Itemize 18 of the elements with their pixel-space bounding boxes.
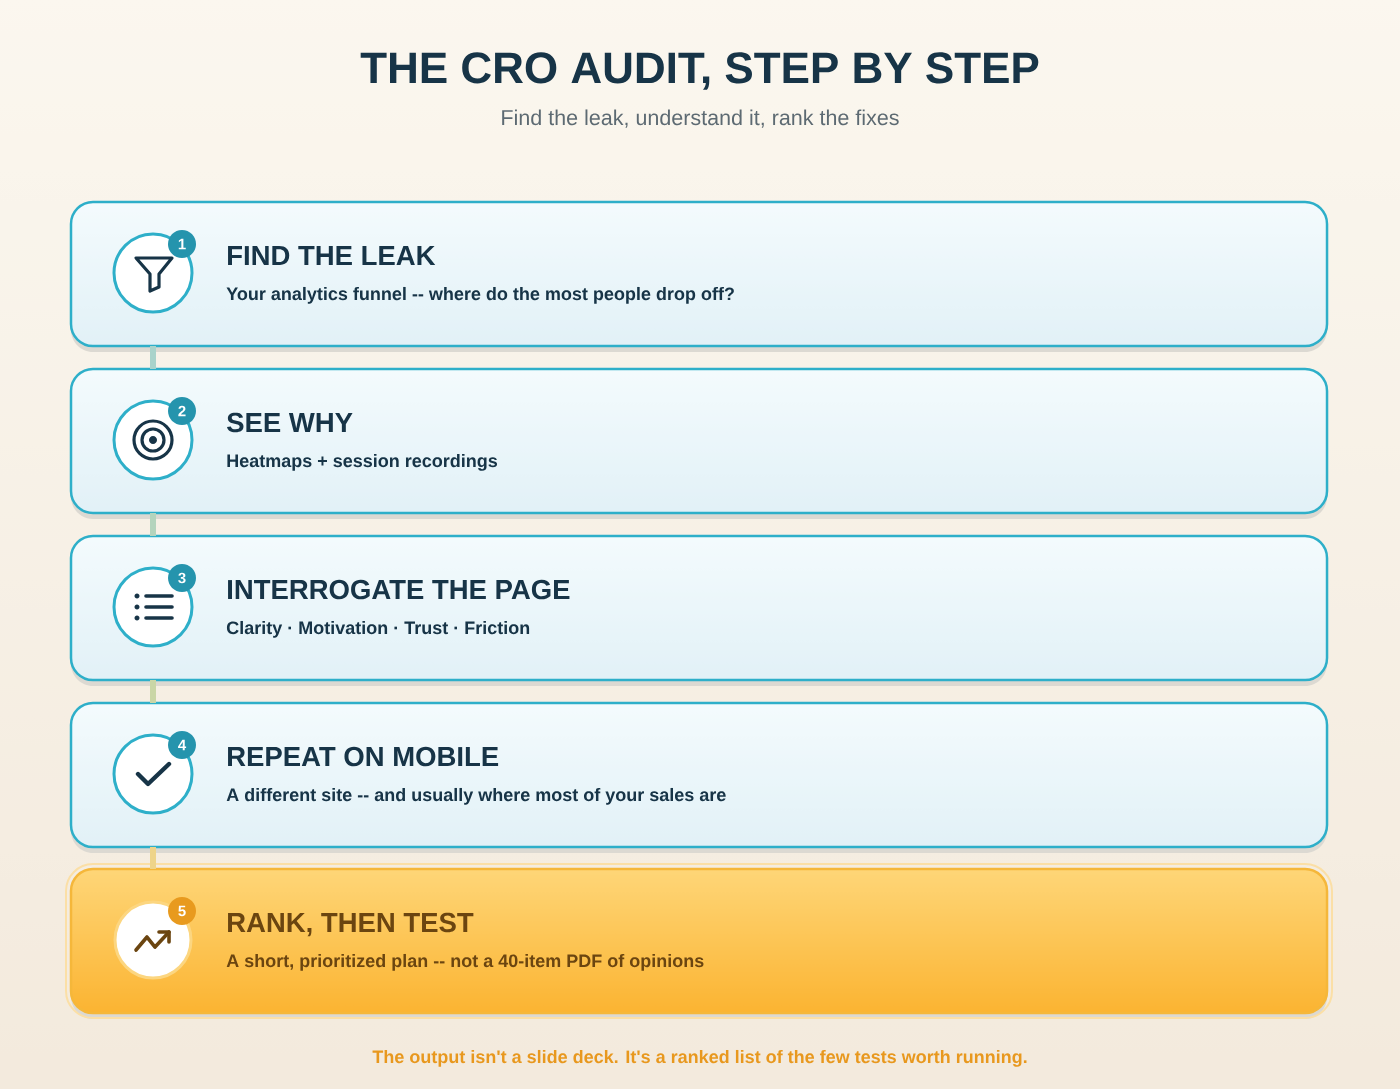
- number-badge: 4: [168, 731, 196, 759]
- number-badge: 1: [168, 230, 196, 258]
- step-heading: SEE WHY: [227, 412, 353, 433]
- subtitle: Find the leak, understand it, rank the fixes: [502, 109, 899, 128]
- title: THE CRO AUDIT, STEP BY STEP: [360, 52, 1039, 90]
- number-badge: 2: [168, 397, 196, 425]
- number-badge: 3: [168, 564, 196, 592]
- step-description: A different site -- and usually where most of your sales are: [226, 787, 726, 805]
- step-heading: REPEAT ON MOBILE: [228, 746, 499, 767]
- step-description: Clarity · Motivation · Trust · Friction: [226, 620, 530, 638]
- step-heading: RANK, THEN TEST: [228, 912, 474, 937]
- step-description: Your analytics funnel -- where do the most people drop off?: [226, 286, 734, 304]
- step-description: Heatmaps + session recordings: [227, 453, 498, 471]
- number-badge: 5: [168, 897, 196, 925]
- step-heading: INTERROGATE THE PAGE: [228, 579, 570, 600]
- step-heading: FIND THE LEAK: [228, 246, 436, 265]
- footnote: The output isn't a slide deck. It's a ranked list of the few tests worth running.: [372, 1049, 1027, 1067]
- step-description: A short, prioritized plan -- not a 40-item PDF of opinions: [226, 953, 704, 971]
